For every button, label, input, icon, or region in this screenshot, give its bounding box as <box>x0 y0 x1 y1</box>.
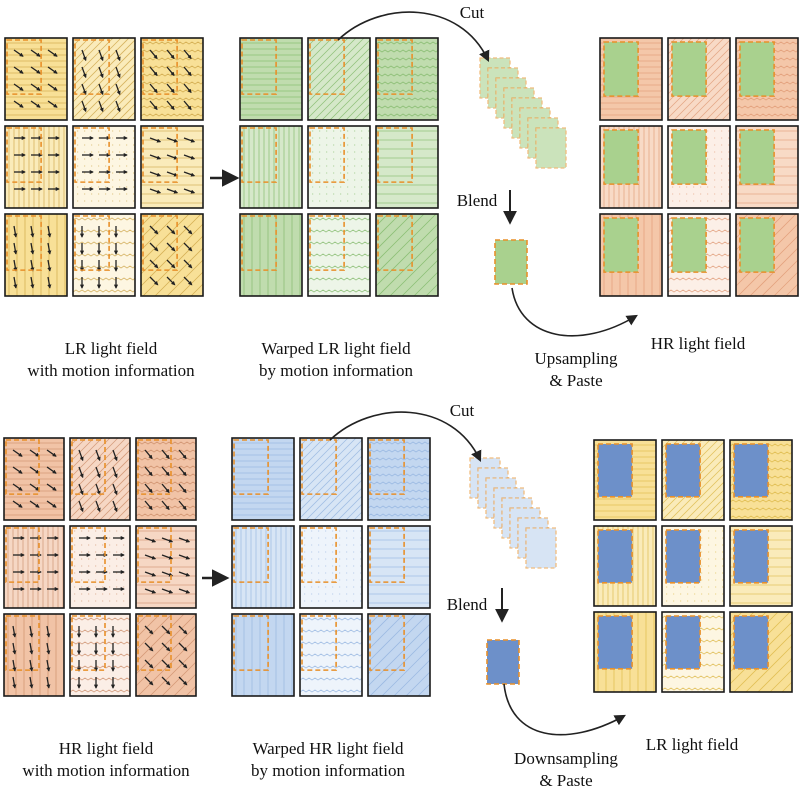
top-cut-label: Cut <box>459 3 485 22</box>
bottom-output-view-1-2 <box>661 439 725 521</box>
bottom-warped-view-1-1 <box>231 437 295 521</box>
bottom-input-view-1-2 <box>69 437 131 521</box>
top-output-view-2-1 <box>599 125 663 209</box>
top-input-view-1-3 <box>140 37 204 121</box>
top-output-view-3-3 <box>735 213 799 297</box>
bottom-input-view-2-3 <box>135 525 197 609</box>
bottom-input-view-3-1 <box>3 613 65 697</box>
top-input-caption-line1: LR light field <box>64 339 158 358</box>
top-warped-caption: Warped LR light field by motion informat… <box>236 338 436 382</box>
bottom-input-view-1-1 <box>3 437 65 521</box>
top-warped-view-3-3 <box>375 213 439 297</box>
bottom-input-view-2-2 <box>69 525 131 609</box>
top-input-view-3-1 <box>4 213 68 297</box>
bottom-input-caption-line1: HR light field <box>58 739 154 758</box>
top-input-caption-line2: with motion information <box>27 361 195 380</box>
bottom-input-caption: HR light field with motion information <box>8 738 204 782</box>
top-warped-caption-line1: Warped LR light field <box>261 339 411 358</box>
bottom-blend-label: Blend <box>446 595 488 614</box>
bottom-paste-arrow <box>503 683 626 736</box>
bottom-warped-view-3-2 <box>299 613 363 697</box>
bottom-warped-caption-line2: by motion information <box>251 761 405 780</box>
bottom-output-view-2-1 <box>593 525 657 607</box>
top-input-view-2-3 <box>140 125 204 209</box>
bottom-blended-patch <box>486 639 520 685</box>
top-input-caption: LR light field with motion information <box>18 338 204 382</box>
top-paste-caption-line2: & Paste <box>549 371 603 390</box>
top-input-view-3-2 <box>72 213 136 297</box>
top-blend-label: Blend <box>456 191 498 210</box>
bottom-paste-caption-line2: & Paste <box>539 771 593 790</box>
bottom-output-view-2-2 <box>661 525 725 607</box>
top-output-view-1-2 <box>667 37 731 121</box>
top-input-view-2-2 <box>72 125 136 209</box>
top-paste-caption-line1: Upsampling <box>534 349 618 368</box>
top-warped-view-2-2 <box>307 125 371 209</box>
bottom-input-view-3-3 <box>135 613 197 697</box>
top-output-view-3-2 <box>667 213 731 297</box>
top-output-view-2-3 <box>735 125 799 209</box>
bottom-output-view-1-3 <box>729 439 793 521</box>
bottom-warped-view-2-2 <box>299 525 363 609</box>
bottom-paste-caption-line1: Downsampling <box>514 749 618 768</box>
top-warped-view-1-3 <box>375 37 439 121</box>
bottom-input-view-3-2 <box>69 613 131 697</box>
top-input-view-2-1 <box>4 125 68 209</box>
bottom-output-view-3-3 <box>729 611 793 693</box>
bottom-warped-view-3-1 <box>231 613 295 697</box>
top-warped-view-3-1 <box>239 213 303 297</box>
bottom-output-caption: LR light field <box>645 735 739 754</box>
top-warped-caption-line2: by motion information <box>259 361 413 380</box>
top-input-view-1-1 <box>4 37 68 121</box>
top-cut-arrow <box>337 11 490 63</box>
top-output-view-2-2 <box>667 125 731 209</box>
bottom-output-view-2-3 <box>729 525 793 607</box>
top-input-view-3-3 <box>140 213 204 297</box>
top-output-view-1-3 <box>735 37 799 121</box>
bottom-output-view-3-2 <box>661 611 725 693</box>
bottom-input-caption-line2: with motion information <box>22 761 190 780</box>
top-input-view-1-2 <box>72 37 136 121</box>
bottom-input-view-2-1 <box>3 525 65 609</box>
bottom-input-view-1-3 <box>135 437 197 521</box>
top-warped-view-2-3 <box>375 125 439 209</box>
top-output-caption: HR light field <box>650 334 746 353</box>
bottom-warped-view-2-3 <box>367 525 431 609</box>
bottom-warped-view-1-3 <box>367 437 431 521</box>
top-warped-view-1-1 <box>239 37 303 121</box>
top-blended-patch <box>494 239 528 285</box>
top-warped-view-3-2 <box>307 213 371 297</box>
top-cut-patch-8 <box>535 127 567 169</box>
top-output-view-1-1 <box>599 37 663 121</box>
bottom-output-view-1-1 <box>593 439 657 521</box>
bottom-warped-caption-line1: Warped HR light field <box>252 739 404 758</box>
top-paste-arrow <box>511 287 638 337</box>
bottom-cut-patch-8 <box>525 527 557 569</box>
bottom-warped-view-1-2 <box>299 437 363 521</box>
bottom-warped-caption: Warped HR light field by motion informat… <box>228 738 428 782</box>
bottom-cut-arrow <box>329 411 482 463</box>
top-paste-caption: Upsampling & Paste <box>528 348 624 392</box>
top-output-view-3-1 <box>599 213 663 297</box>
top-warped-view-1-2 <box>307 37 371 121</box>
top-warped-view-2-1 <box>239 125 303 209</box>
bottom-cut-label: Cut <box>449 401 475 420</box>
bottom-paste-caption: Downsampling & Paste <box>510 748 622 792</box>
bottom-output-view-3-1 <box>593 611 657 693</box>
bottom-warped-view-2-1 <box>231 525 295 609</box>
bottom-warped-view-3-3 <box>367 613 431 697</box>
